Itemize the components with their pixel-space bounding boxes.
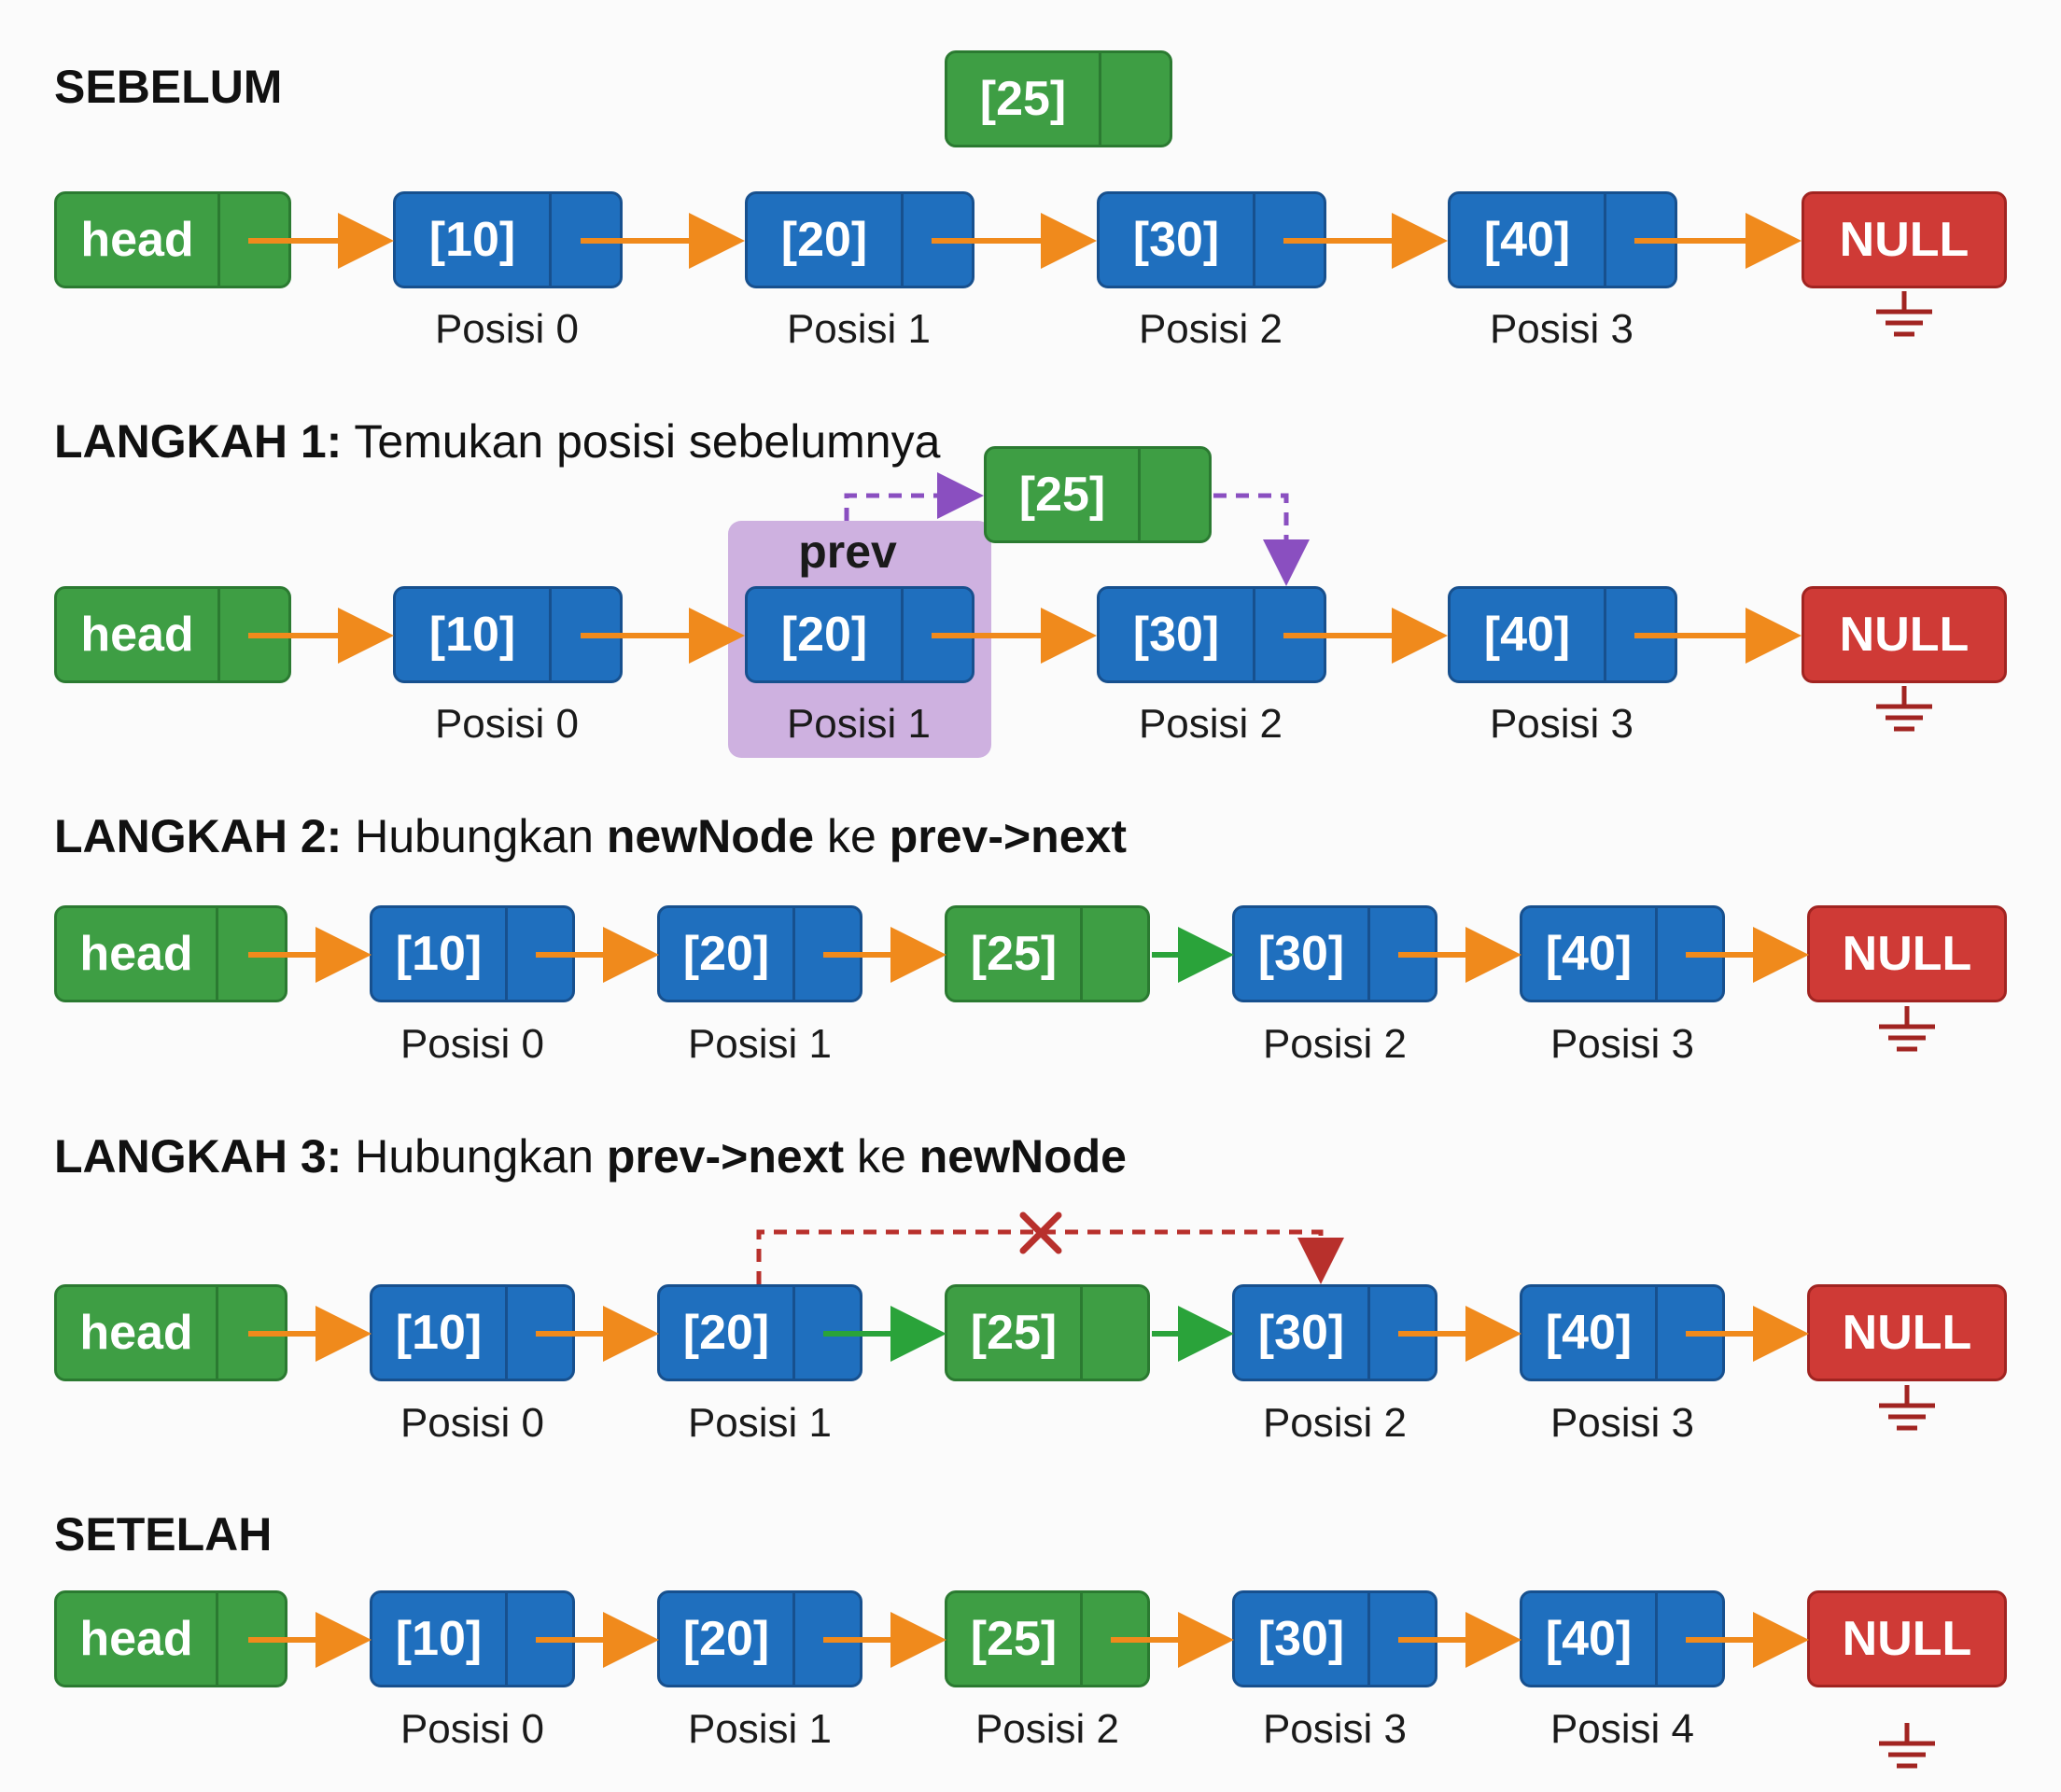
position-label: Posisi 0 [400,1021,545,1067]
new-node-25: [25] [945,905,1150,1002]
position-label: Posisi 0 [400,1706,545,1752]
setelah-title: SETELAH [54,1508,273,1561]
dashed-prev-to-new [844,472,984,521]
node-value: [40] [1545,927,1633,981]
dashed-new-to-30 [1213,493,1310,586]
null-label: NULL [1842,1612,1972,1666]
position-label: Posisi 2 [1262,1021,1408,1067]
position-label: Posisi 1 [786,701,932,747]
position-label: Posisi 2 [1138,306,1283,352]
ground-icon [1879,1723,1935,1766]
node-value: [40] [1483,213,1571,267]
ground-icon [1879,1385,1935,1428]
node-value: [20] [682,1612,770,1666]
node-30: [30] [1232,1284,1437,1381]
node-value: [40] [1545,1306,1633,1360]
position-label: Posisi 0 [400,1400,545,1446]
null-node: NULL [1807,1284,2007,1381]
node-value: [30] [1132,608,1220,662]
null-label: NULL [1842,1306,1972,1360]
node-value: [40] [1483,608,1571,662]
ground-icon [1879,1006,1935,1049]
position-label: Posisi 1 [786,306,932,352]
node-value: [20] [780,608,868,662]
position-label: Posisi 3 [1549,1400,1695,1446]
node-30: [30] [1232,905,1437,1002]
node-value: [10] [395,1612,483,1666]
head-label: head [79,1612,193,1666]
ground-icon [1876,686,1932,729]
langkah1-title: LANGKAH 1: Temukan posisi sebelumnya [54,415,941,468]
node-value: [30] [1132,213,1220,267]
node-value: [30] [1257,1612,1345,1666]
node-value: [25] [1018,468,1106,522]
head-label: head [79,927,193,981]
head-label: head [79,1306,193,1360]
node-value: [10] [395,927,483,981]
node-value: [40] [1545,1612,1633,1666]
ground-icon [1876,291,1932,334]
position-label: Posisi 1 [687,1021,833,1067]
position-label: Posisi 3 [1262,1706,1408,1752]
null-label: NULL [1842,927,1972,981]
node-value: [30] [1257,1306,1345,1360]
node-40: [40] [1520,1590,1725,1687]
new-node-25: [25] [945,1284,1150,1381]
node-value: [25] [970,1306,1058,1360]
node-value: [10] [428,608,516,662]
null-node: NULL [1807,1590,2007,1687]
node-value: [10] [428,213,516,267]
node-value: [30] [1257,927,1345,981]
position-label: Posisi 2 [974,1706,1120,1752]
node-value: [10] [395,1306,483,1360]
head-label: head [80,213,194,267]
position-label: Posisi 0 [434,306,580,352]
null-node: NULL [1807,905,2007,1002]
sebelum-title: SEBELUM [54,61,283,113]
position-label: Posisi 3 [1489,701,1634,747]
langkah2-title: LANGKAH 2: Hubungkan newNode ke prev->ne… [54,810,1127,862]
position-label: Posisi 1 [687,1400,833,1446]
null-label: NULL [1839,608,1970,662]
position-label: Posisi 3 [1549,1021,1695,1067]
position-label: Posisi 4 [1549,1706,1695,1752]
new-node-25: [25] [945,1590,1150,1687]
node-value: [20] [682,1306,770,1360]
head-label: head [80,608,194,662]
new-node-25: [25] [945,50,1172,147]
node-20: [20] [657,905,862,1002]
cross-icon [1019,1211,1062,1254]
node-value: [20] [682,927,770,981]
node-value: [25] [979,72,1067,126]
position-label: Posisi 2 [1138,701,1283,747]
langkah3-title: LANGKAH 3: Hubungkan prev->next ke newNo… [54,1130,1127,1183]
node-value: [25] [970,927,1058,981]
dashed-broken-link [756,1229,1344,1284]
node-value: [25] [970,1612,1058,1666]
null-node: NULL [1802,586,2007,683]
langkah1-dashed-links [844,472,1310,586]
position-label: Posisi 1 [687,1706,833,1752]
null-label: NULL [1839,213,1970,267]
position-label: Posisi 0 [434,701,580,747]
node-value: [20] [780,213,868,267]
null-node: NULL [1802,191,2007,288]
prev-label: prev [798,525,897,578]
position-label: Posisi 2 [1262,1400,1408,1446]
new-node-25: [25] [984,446,1212,543]
position-label: Posisi 3 [1489,306,1634,352]
